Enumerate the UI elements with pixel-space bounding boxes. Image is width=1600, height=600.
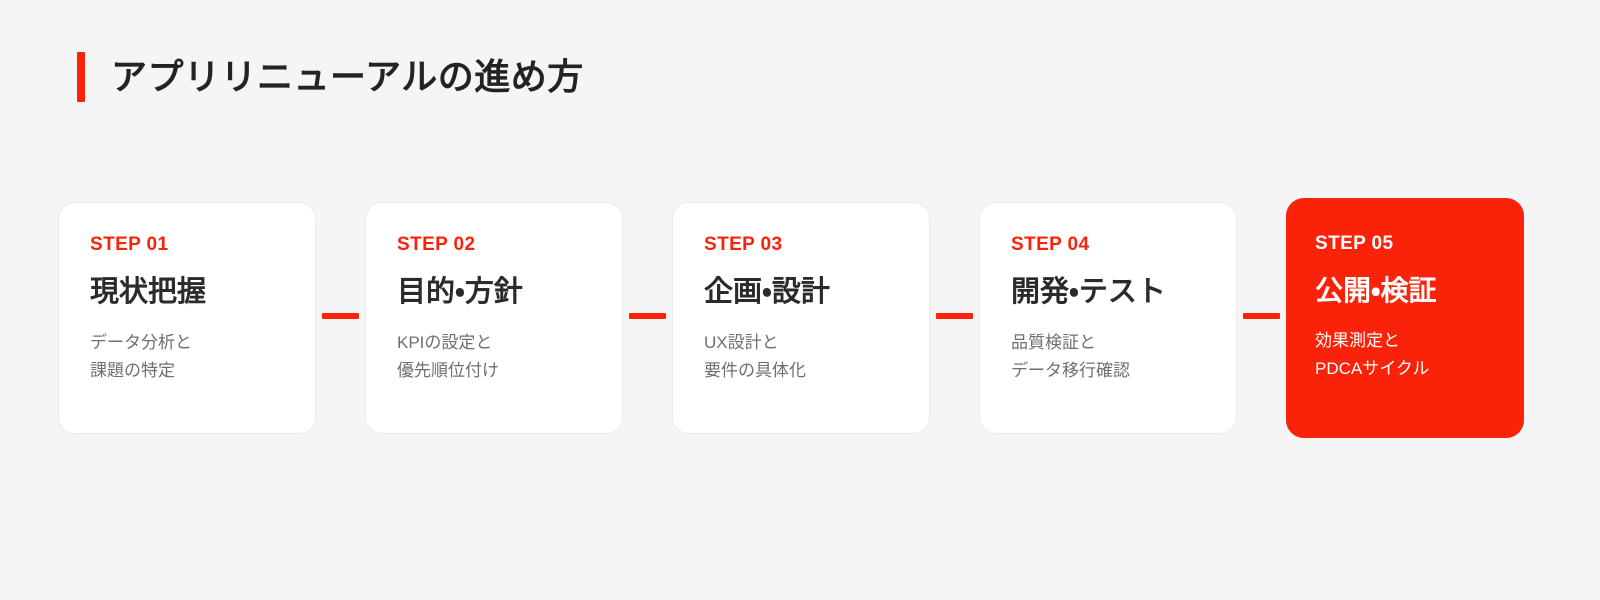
step-card-3[interactable]: STEP 03 企画・設計 UX設計と 要件の具体化: [672, 202, 930, 434]
step-title-1: 現状把握: [90, 276, 207, 308]
step-list: STEP 01 現状把握 データ分析と 課題の特定 STEP 02 目的・方針 …: [58, 198, 1542, 438]
step-label-5: STEP 05: [1315, 233, 1394, 254]
connector-1-2-icon: [322, 313, 359, 319]
step-label-4: STEP 04: [1011, 234, 1090, 255]
step-desc-2: KPIの設定と 優先順位付け: [397, 333, 499, 380]
heading-accent-bar: [77, 52, 85, 102]
step-label-1: STEP 01: [90, 234, 169, 255]
step-title-2: 目的・方針: [397, 276, 523, 308]
step-title-4: 開発・テスト: [1011, 276, 1166, 308]
step-card-5[interactable]: STEP 05 公開・検証 効果測定と PDCAサイクル: [1286, 198, 1524, 438]
step-desc-3: UX設計と 要件の具体化: [704, 333, 806, 380]
page-heading: アプリリニューアルの進め方: [77, 52, 584, 102]
step-label-2: STEP 02: [397, 234, 476, 255]
step-label-3: STEP 03: [704, 234, 783, 255]
connector-3-4-icon: [936, 313, 973, 319]
step-desc-1: データ分析と 課題の特定: [90, 333, 192, 380]
step-title-3: 企画・設計: [704, 276, 830, 308]
step-card-1[interactable]: STEP 01 現状把握 データ分析と 課題の特定: [58, 202, 316, 434]
connector-4-5-icon: [1243, 313, 1280, 319]
step-card-4[interactable]: STEP 04 開発・テスト 品質検証と データ移行確認: [979, 202, 1237, 434]
connector-2-3-icon: [629, 313, 666, 319]
page-title: アプリリニューアルの進め方: [111, 56, 584, 98]
step-title-5: 公開・検証: [1315, 275, 1437, 306]
step-desc-5: 効果測定と PDCAサイクル: [1315, 331, 1430, 378]
step-card-2[interactable]: STEP 02 目的・方針 KPIの設定と 優先順位付け: [365, 202, 623, 434]
step-desc-4: 品質検証と データ移行確認: [1011, 333, 1130, 380]
